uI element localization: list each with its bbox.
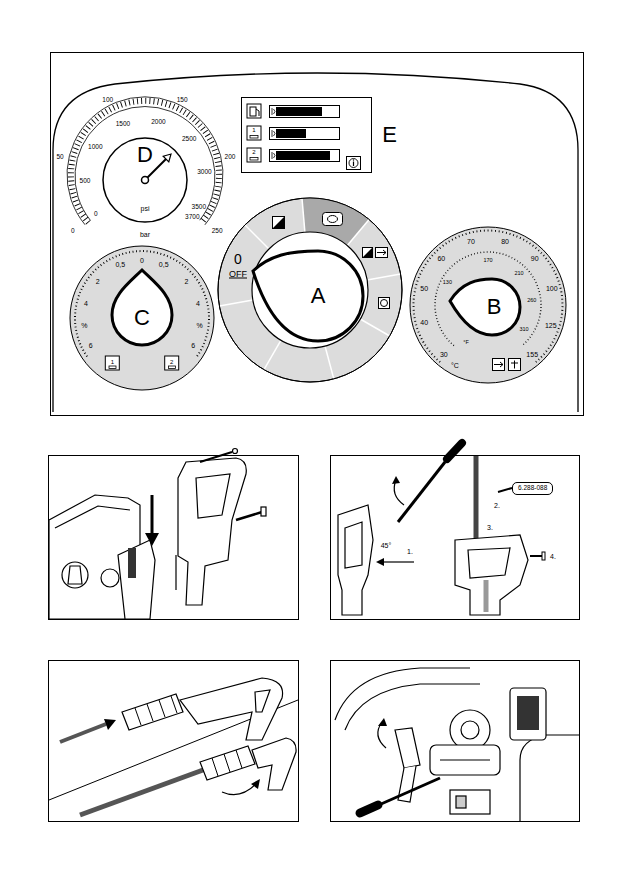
- dose-value: 2: [96, 277, 100, 284]
- psi-scale-value: 2500: [182, 136, 196, 143]
- celsius-value: 125: [545, 322, 557, 329]
- detergent-knob: C: [112, 270, 172, 345]
- step-number: 1.: [407, 548, 413, 555]
- pressure-gauge: [67, 97, 223, 225]
- nozzle-assembly-illustration: [331, 443, 580, 620]
- callout-letter: A: [311, 285, 326, 307]
- celsius-value: 40: [420, 319, 428, 326]
- psi-scale-value: 2000: [151, 118, 165, 125]
- icon-number: 1: [252, 127, 255, 133]
- bar-scale-value: 200: [225, 154, 236, 161]
- callout-letter: D: [137, 144, 153, 166]
- celsius-value: 155: [526, 351, 538, 358]
- step-number: 4.: [550, 553, 556, 560]
- bar-scale-value: 150: [177, 97, 188, 104]
- bar-scale-value: 0: [71, 227, 75, 234]
- icon-number: 2: [252, 149, 255, 155]
- fahrenheit-value: 310: [519, 327, 528, 333]
- celsius-value: 70: [467, 238, 475, 245]
- unit-label: psi: [141, 205, 150, 212]
- fahrenheit-value: 210: [515, 271, 524, 277]
- psi-scale-value: 3500: [192, 203, 206, 210]
- psi-scale-value: 1500: [116, 121, 130, 128]
- dose-value: 6: [89, 342, 93, 349]
- dose-value: 0: [140, 257, 144, 264]
- frame: [51, 53, 584, 416]
- psi-scale-value: 3000: [197, 168, 211, 175]
- unit-label: %: [196, 322, 202, 329]
- fahrenheit-value: 260: [527, 298, 536, 304]
- celsius-value: 100: [546, 284, 558, 291]
- step-number: 2.: [494, 502, 500, 509]
- fahrenheit-value: 170: [483, 258, 492, 264]
- unit-label: %: [81, 322, 87, 329]
- icon-number: 1: [111, 359, 114, 365]
- service-illustration: [331, 661, 580, 822]
- icon-number: 2: [170, 359, 173, 365]
- unit-label: bar: [140, 231, 150, 238]
- dose-value: 0,5: [159, 261, 169, 268]
- bar-scale-value: 250: [212, 227, 223, 234]
- celsius-value: 90: [531, 255, 539, 262]
- celsius-value: 30: [440, 351, 448, 358]
- dose-value: 4: [84, 300, 88, 307]
- part-number: 6.288-088: [518, 485, 547, 492]
- dose-value: 0,5: [115, 261, 125, 268]
- celsius-value: 60: [437, 255, 445, 262]
- status-display: [242, 98, 372, 173]
- temperature-knob: B: [449, 279, 520, 335]
- tool-label-box: 6.288-088: [512, 482, 553, 495]
- psi-scale-value: 500: [80, 177, 91, 184]
- bar-scale-value: 50: [56, 154, 63, 161]
- fahrenheit-value: 130: [443, 281, 452, 287]
- off-position: 0: [234, 252, 242, 266]
- temperature-dial: [410, 227, 566, 383]
- dose-value: 6: [191, 342, 195, 349]
- callout-letter: C: [134, 307, 150, 329]
- callout-letter: B: [487, 296, 502, 318]
- dose-value: 2: [184, 277, 188, 284]
- dose-value: 4: [196, 300, 200, 307]
- main-selector-dial: [3, 0, 402, 382]
- unit-label: °F: [463, 340, 469, 346]
- angle-label: 45°: [381, 542, 392, 549]
- display-panel: E: [241, 97, 399, 172]
- callout-letter: E: [382, 124, 397, 146]
- psi-scale-value: 1000: [88, 143, 102, 150]
- mounting-illustration: [49, 449, 299, 620]
- detergent-dial: [70, 246, 214, 390]
- lance-illustration: [49, 661, 299, 822]
- psi-scale-value: 0: [94, 211, 98, 218]
- bar-scale-value: 100: [102, 97, 113, 104]
- selector-knob: A: [253, 251, 363, 341]
- celsius-value: 50: [420, 284, 428, 291]
- step-number: 3.: [487, 524, 493, 531]
- unit-label: °C: [451, 362, 459, 369]
- panel-outline: [53, 73, 578, 412]
- celsius-value: 80: [501, 238, 509, 245]
- off-position: OFF: [229, 270, 247, 279]
- psi-scale-value: 3700: [185, 214, 199, 221]
